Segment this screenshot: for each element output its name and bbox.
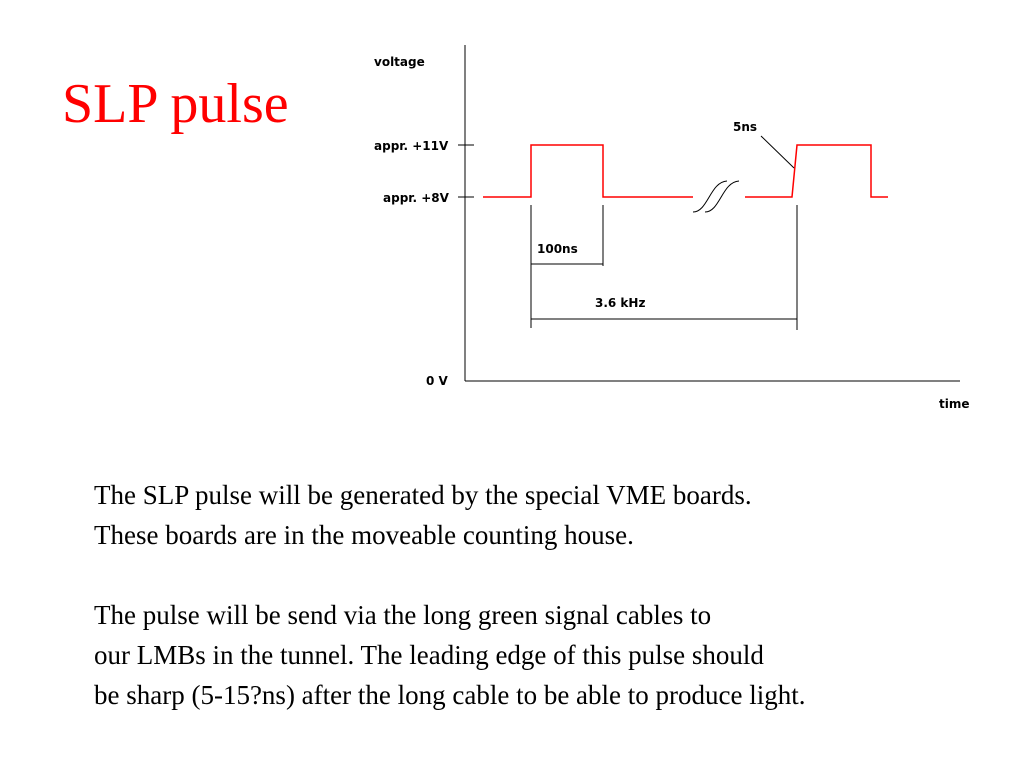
paragraph-2: The pulse will be send via the long gree… (94, 595, 806, 715)
period-label: 3.6 kHz (595, 296, 645, 310)
paragraph-2-line: The pulse will be send via the long gree… (94, 600, 712, 630)
break-mark-left (692, 180, 728, 213)
level-zero-label: 0 V (426, 374, 449, 388)
paragraph-1: The SLP pulse will be generated by the s… (94, 475, 752, 555)
break-mark-right (704, 180, 740, 213)
x-axis-label: time (939, 397, 970, 411)
paragraph-1-line: The SLP pulse will be generated by the s… (94, 480, 752, 510)
edge-callout-line (760, 135, 795, 169)
pulse-waveform-first (483, 144, 693, 198)
level-base-label: appr. +8V (383, 191, 450, 205)
paragraph-2-line: be sharp (5-15?ns) after the long cable … (94, 680, 806, 710)
y-axis-label: voltage (374, 55, 425, 69)
width-label: 100ns (537, 242, 578, 256)
pulse-waveform-second (745, 144, 888, 198)
edge-label: 5ns (733, 120, 757, 134)
level-high-label: appr. +11V (374, 139, 449, 153)
slide-title: SLP pulse (62, 73, 289, 135)
paragraph-2-line: our LMBs in the tunnel. The leading edge… (94, 640, 764, 670)
pulse-diagram: voltage time appr. +11V appr. +8V 0 V 5n… (374, 45, 970, 411)
paragraph-1-line: These boards are in the moveable countin… (94, 520, 634, 550)
